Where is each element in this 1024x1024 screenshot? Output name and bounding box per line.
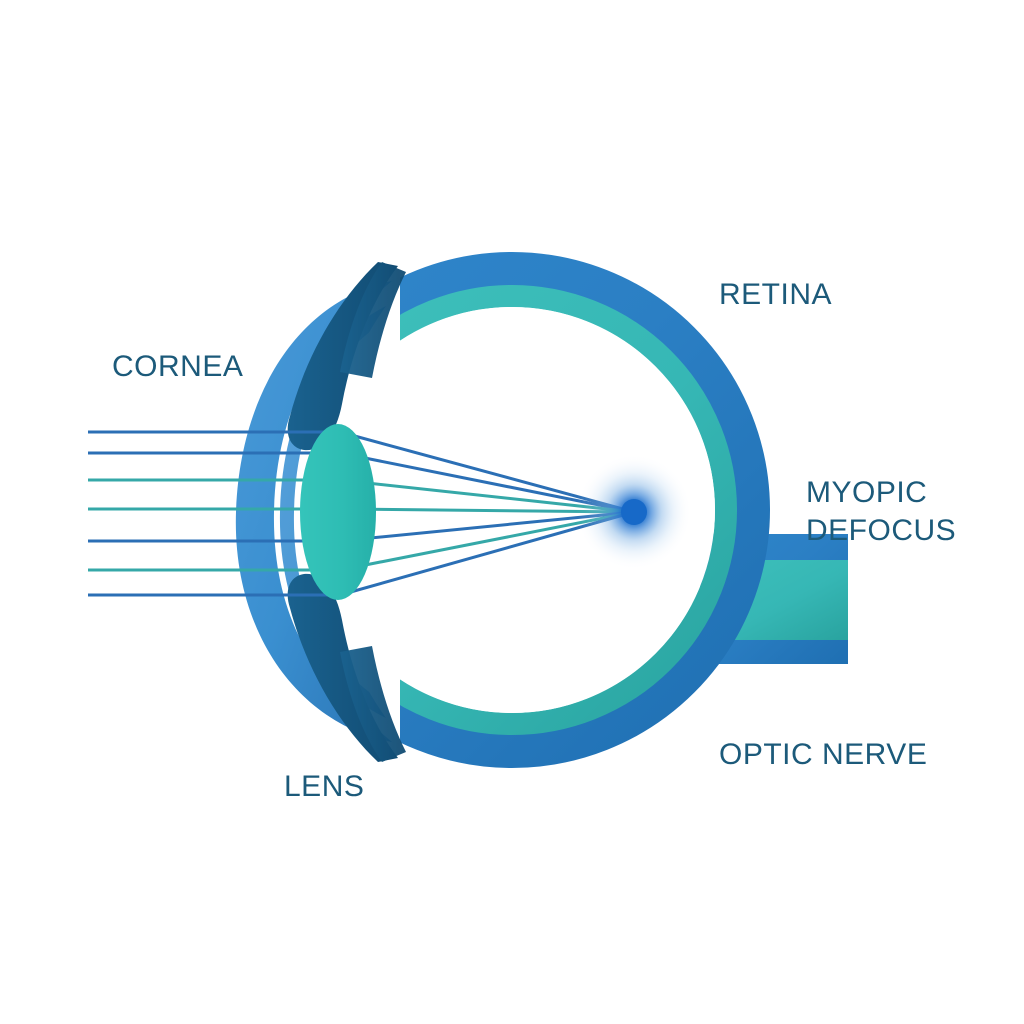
label-lens: LENS <box>284 770 365 803</box>
myopic-defocus-focal-point <box>576 454 692 570</box>
label-cornea: CORNEA <box>112 350 244 383</box>
label-myopic-line1: MYOPIC <box>806 476 928 509</box>
label-retina: RETINA <box>719 278 833 311</box>
label-myopic-defocus: MYOPIC DEFOCUS <box>806 474 956 549</box>
crystalline-lens <box>300 424 376 600</box>
incoming-rays <box>88 430 340 597</box>
label-myopic-line2: DEFOCUS <box>806 513 957 547</box>
label-optic-nerve: OPTIC NERVE <box>719 738 928 771</box>
